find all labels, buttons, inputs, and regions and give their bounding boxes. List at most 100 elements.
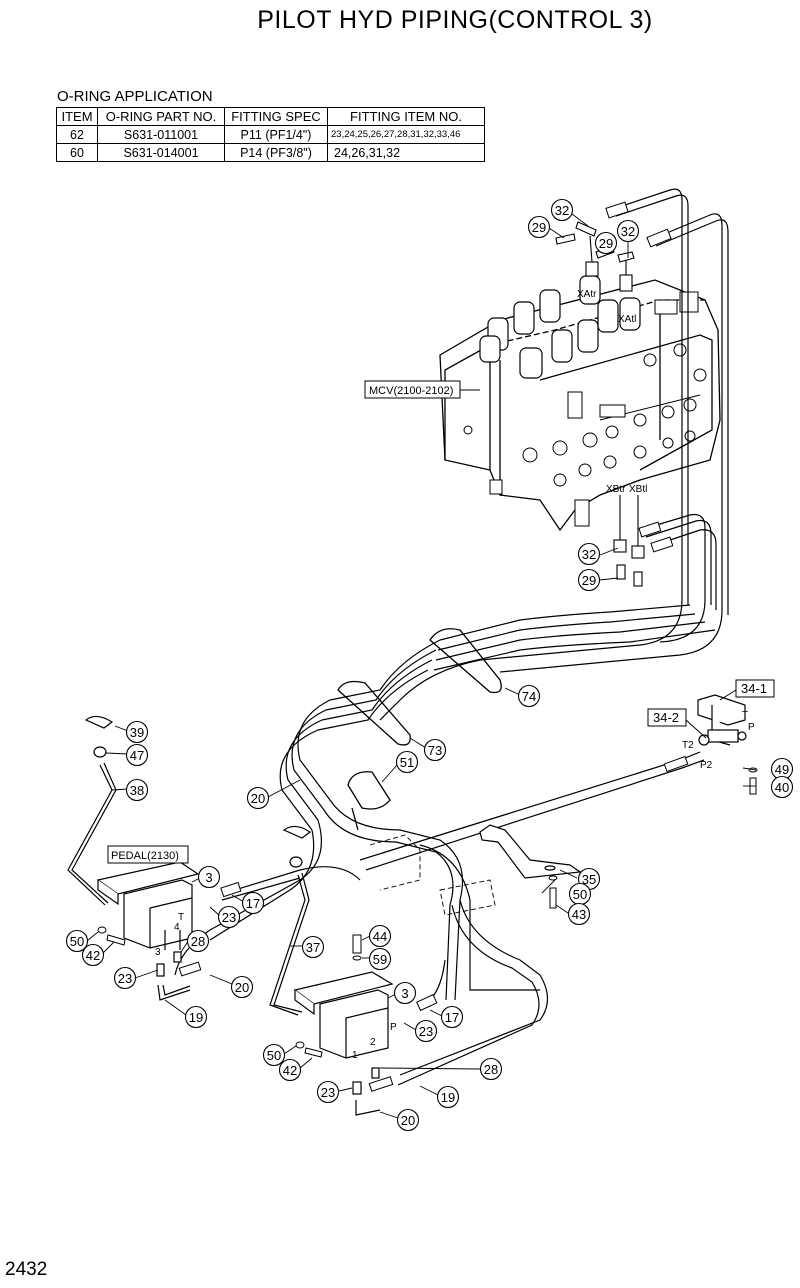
callout-17-text: 17 [246,896,260,911]
port-label-pedal1-3: 3 [155,947,161,958]
mcv-bottom-fittings [613,495,645,587]
hose-bands [337,628,502,831]
callout-38-text: 38 [130,783,144,798]
callout-50-text: 50 [267,1048,281,1063]
callout-34-2: 34-2 [653,710,679,725]
callout-50: 50 [65,929,89,953]
callout-51-text: 51 [400,755,414,770]
callout-73: 73 [423,738,447,762]
hose-end-fittings [178,201,689,1092]
pedal-label: PEDAL(2130) [107,845,189,864]
hose-bundle [174,188,729,1086]
mcv-valve-body [439,275,721,532]
pedal-assembly-2 [293,971,394,1095]
callout-73-text: 73 [428,743,442,758]
callout-23: 23 [316,1080,340,1104]
callout-38: 38 [125,778,149,802]
oring-application-table: ITEM O-RING PART NO. FITTING SPEC FITTIN… [56,107,485,162]
callout-32-text: 32 [555,203,569,218]
callout-3: 3 [197,865,221,889]
callout-3-text: 3 [205,870,212,885]
pedal-rod-1 [67,715,191,1001]
callout-59-text: 59 [373,952,387,967]
callout-17: 17 [241,891,265,915]
callout-50-text: 50 [70,934,84,949]
callout-50-text: 50 [573,887,587,902]
bracket [479,824,582,879]
port-label-t-block: T [742,710,748,721]
callout-17-text: 17 [445,1010,459,1025]
callout-37-text: 37 [306,940,320,955]
callout-28: 28 [186,929,210,953]
junction-block [697,694,747,746]
callout-20-text: 20 [251,791,265,806]
hidden-outlines [369,834,496,916]
callout-29: 29 [527,215,551,239]
callout-59: 59 [368,947,392,971]
callout-28-text: 28 [191,934,205,949]
callout-47: 47 [125,743,149,767]
callout-34-1: 34-1 [741,681,767,696]
callout-19-text: 19 [189,1010,203,1025]
table-header-row: ITEM O-RING PART NO. FITTING SPEC FITTIN… [56,107,485,126]
cell-part-no: S631-014001 [97,143,225,162]
callout-35-text: 35 [582,872,596,887]
callout-44-text: 44 [373,929,387,944]
pedal-label-text: PEDAL(2130) [111,850,179,862]
callout-23: 23 [113,966,137,990]
callout-29-text: 29 [532,220,546,235]
callout-29: 29 [577,568,601,592]
port-label-xbtl: XBtl [629,484,647,495]
callout-29-text: 29 [582,573,596,588]
callout-42-text: 42 [86,948,100,963]
callout-20: 20 [246,786,270,810]
callout-28-text: 28 [484,1062,498,1077]
pedal-1-bolt [97,926,126,946]
callout-19-text: 19 [441,1090,455,1105]
callout-3-text: 3 [401,986,408,1001]
callout-32: 32 [550,198,574,222]
port-labels: XAtr XAtl XBtr XBtl T2 P2 T P T 3 4 P 1 … [155,289,755,1061]
callout-74-text: 74 [522,689,536,704]
callout-19: 19 [436,1085,460,1109]
callout-51: 51 [395,750,419,774]
callout-40: 40 [770,775,794,799]
oring-table-caption: O-RING APPLICATION [57,88,213,105]
callout-42-text: 42 [283,1063,297,1078]
port-label-t2: T2 [682,740,694,751]
callout-23-text: 23 [222,910,236,925]
callout-49: 49 [770,757,794,781]
mcv-top-fittings [555,221,635,292]
port-label-xbtr: XBtr [606,484,626,495]
header-fitting-item-no: FITTING ITEM NO. [327,107,485,126]
callout-17: 17 [440,1005,464,1029]
callout-23-text: 23 [118,971,132,986]
port-label-xatr: XAtr [577,289,597,300]
callout-19: 19 [184,1005,208,1029]
callout-29-text: 29 [599,236,613,251]
callout-50: 50 [262,1043,286,1067]
port-label-pedal1-t: T [178,912,184,923]
page-number: 2432 [5,1259,48,1280]
callout-39-text: 39 [130,725,144,740]
callout-23-text: 23 [419,1024,433,1039]
cell-fitting-items: 24,26,31,32 [327,143,485,162]
callout-20-text: 20 [401,1113,415,1128]
callout-42: 42 [81,943,105,967]
callout-32-text: 32 [621,224,635,239]
page-title: PILOT HYD PIPING(CONTROL 3) [257,6,653,34]
port-label-p-block: P [748,722,755,733]
callout-29: 29 [594,231,618,255]
callout-47-text: 47 [130,748,144,763]
port-label-pedal2-p: P [390,1022,397,1033]
pedal-rod-2 [269,825,381,1116]
circled-callouts: 32 29 29 32 32 29 74 73 51 20 39 47 38 3… [65,198,794,1132]
port-label-pedal2-1: 1 [352,1050,358,1061]
callout-32-text: 32 [582,547,596,562]
callout-20-text: 20 [235,980,249,995]
callout-20: 20 [230,975,254,999]
pedal-2-bolt [295,934,362,1058]
callout-3: 3 [393,981,417,1005]
callout-23: 23 [414,1019,438,1043]
